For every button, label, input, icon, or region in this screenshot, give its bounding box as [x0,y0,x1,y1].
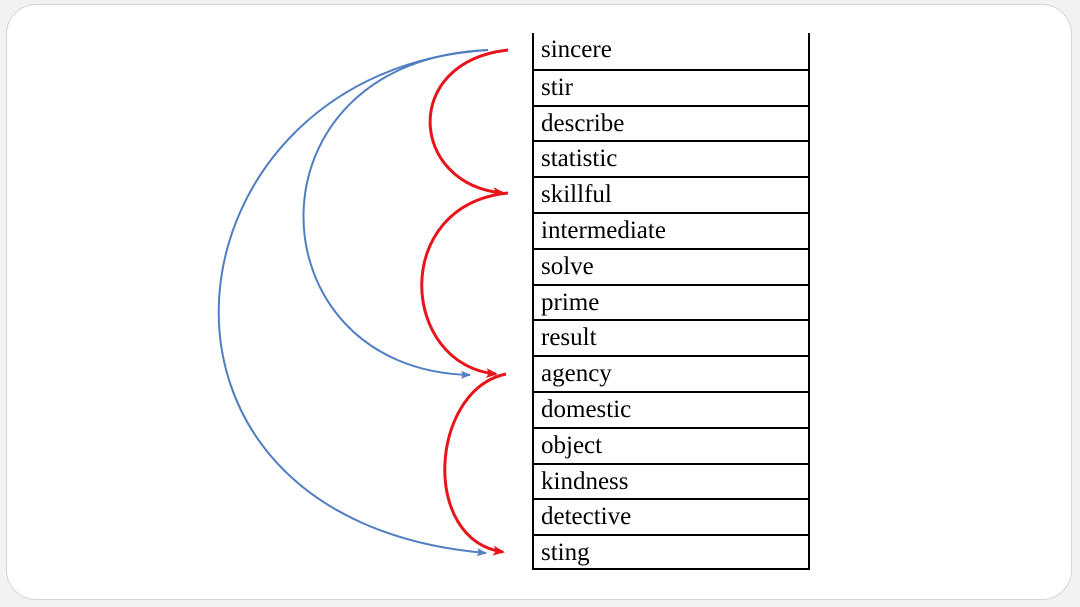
word-row-object: object [534,426,808,463]
word-row-solve: solve [534,247,808,284]
word-row-kindness: kindness [534,462,808,499]
word-row-detective: detective [534,498,808,534]
word-row-result: result [534,319,808,355]
word-row-stir: stir [534,68,808,105]
word-row-statistic: statistic [534,140,808,176]
word-row-sting: sting [534,534,808,570]
word-row-domestic: domestic [534,390,808,427]
word-row-skillful: skillful [534,176,808,212]
word-row-intermediate: intermediate [534,211,808,248]
word-row-describe: describe [534,104,808,141]
word-row-prime: prime [534,283,808,320]
slide-background [6,4,1072,600]
word-row-agency: agency [534,355,808,391]
word-row-sincere: sincere [541,36,612,63]
word-list-table: sincere stir describe statistic skillful… [532,33,810,570]
